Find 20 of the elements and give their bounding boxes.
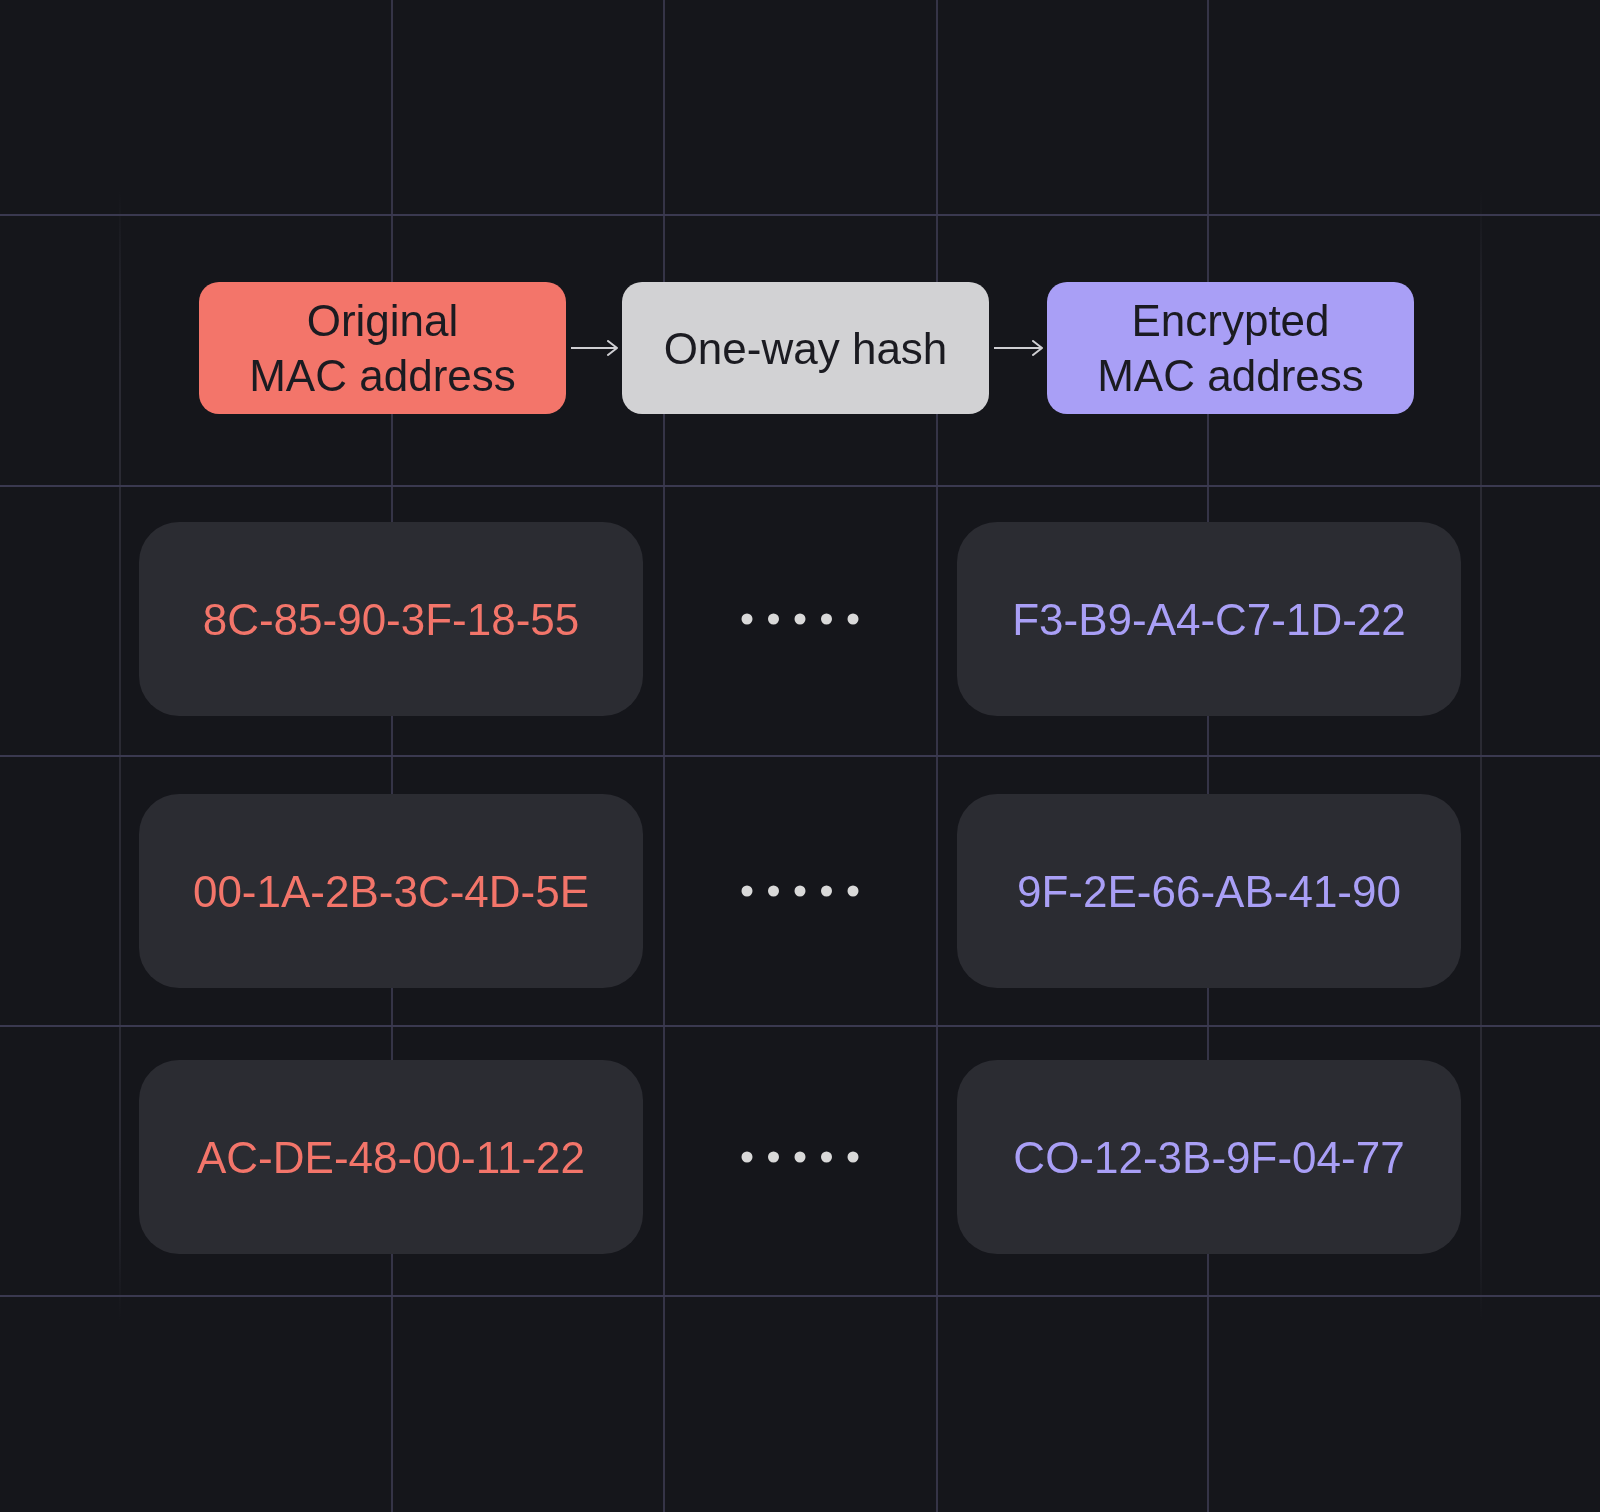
arrow <box>993 340 1043 356</box>
address-card <box>139 522 643 716</box>
box-label: 9F-2E-66-AB-41-90 <box>1017 865 1401 918</box>
process-box <box>1047 282 1414 414</box>
box-label: 8C-85-90-3F-18-55 <box>202 593 580 646</box>
box-label: AC-DE-48-00-11-22 <box>197 1131 585 1184</box>
box-label: One-way hash <box>663 322 948 375</box>
box-label: Original MAC address <box>249 295 516 402</box>
address-card <box>139 794 643 988</box>
arrow <box>570 340 618 356</box>
process-box <box>622 282 989 414</box>
box-label: F3-B9-A4-C7-1D-22 <box>1012 593 1406 646</box>
address-card <box>957 522 1461 716</box>
box-label: CO-12-3B-9F-04-77 <box>1013 1131 1405 1184</box>
address-card <box>139 1060 643 1254</box>
address-card <box>957 1060 1461 1254</box>
process-box <box>199 282 566 414</box>
box-label: 00-1A-2B-3C-4D-5E <box>192 865 590 918</box>
address-card <box>957 794 1461 988</box>
box-label: Encrypted MAC address <box>1097 295 1364 402</box>
